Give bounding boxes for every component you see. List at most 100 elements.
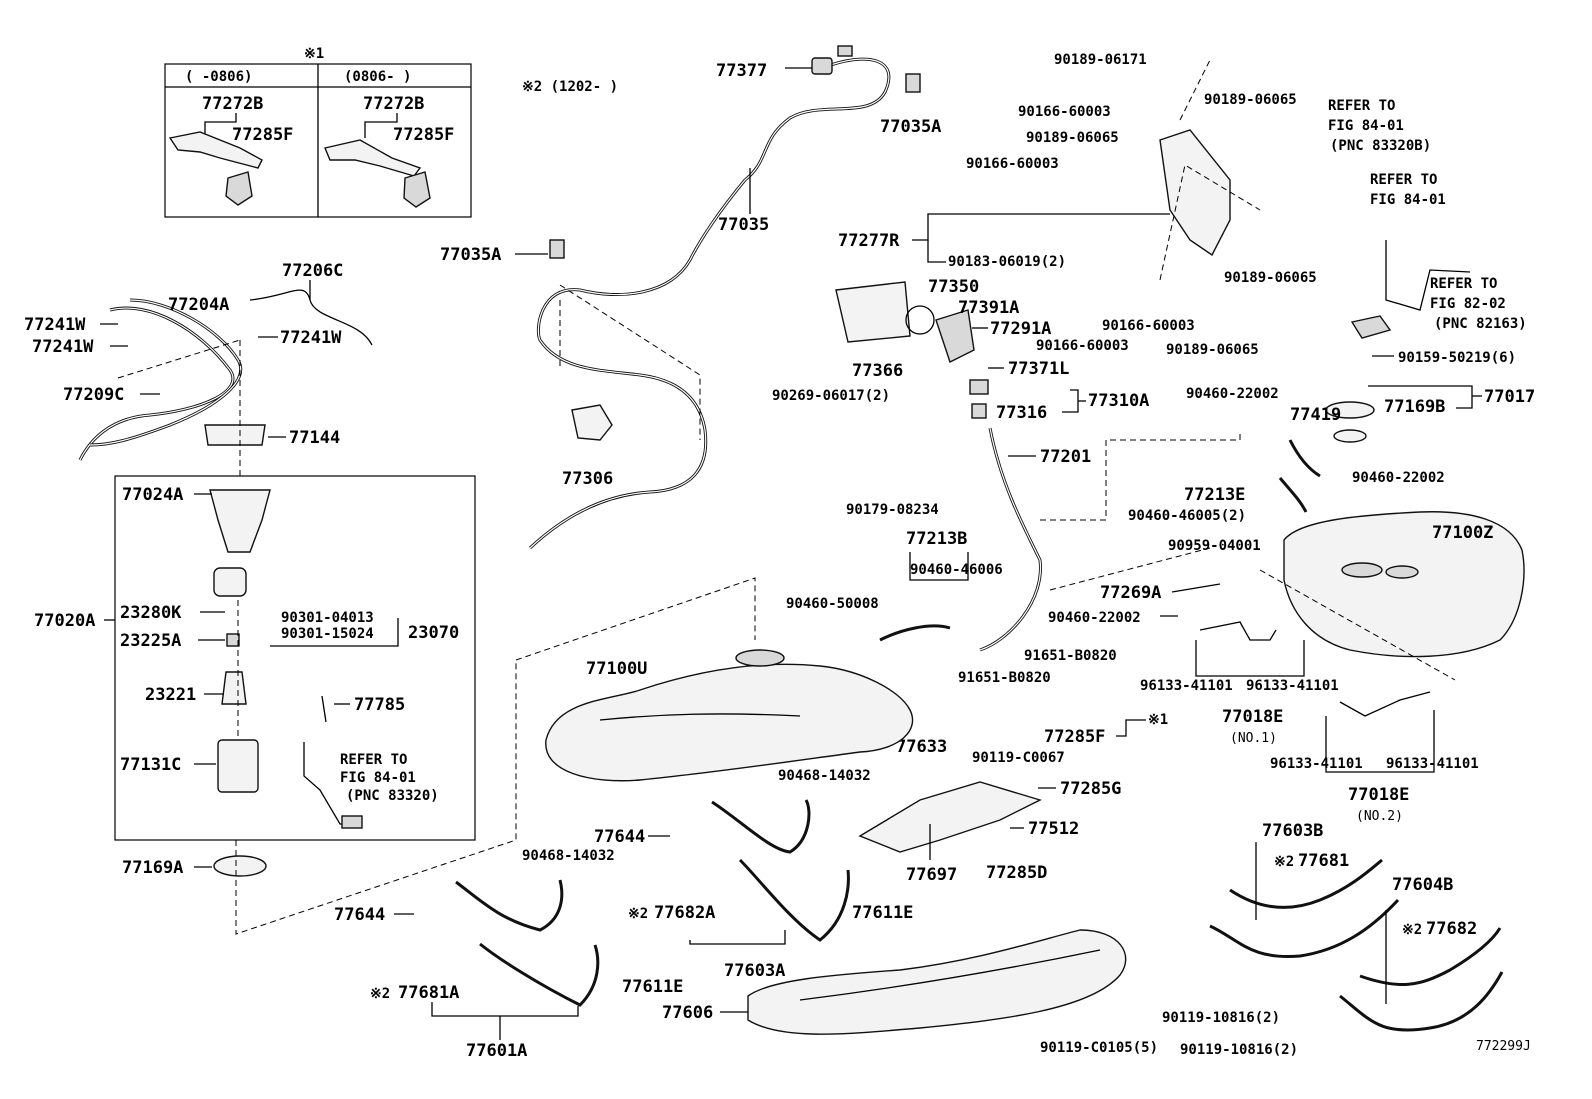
tank-protector [747,929,1127,1035]
label-77018E-a-sub: (NO.1) [1230,731,1277,746]
label-77377: 77377 [716,61,767,81]
protector-icon [1159,129,1231,257]
label-77285G: 77285G [1060,779,1121,799]
label-77419: 77419 [1290,405,1341,425]
label-90189-06065-a: 90189-06065 [1204,92,1297,108]
label-77285F-b: 77285F [393,125,454,145]
label-77785: 77785 [354,695,405,715]
label-77209C: 77209C [63,385,124,405]
ref2-line1: REFER TO [1370,172,1437,188]
label-90119-C0067: 90119-C0067 [972,750,1065,766]
fuel-pump-box [114,475,476,877]
valve-icon [571,404,613,441]
label-77131C: 77131C [120,755,181,775]
label-77285F-a: 77285F [232,125,293,145]
tank-port-icon [1385,565,1419,579]
ref1-line1: REFER TO [1328,98,1395,114]
label-77018E-b: 77018E [1348,785,1409,805]
label-90159-50219: 90159-50219(6) [1398,350,1516,366]
label-23070: 23070 [408,623,459,643]
note1-col-b: (0806- ) [344,69,411,85]
label-90119-C0105: 90119-C0105(5) [1040,1040,1158,1056]
label-90166-60003-b: 90166-60003 [966,156,1059,172]
bracket-icon [324,139,422,177]
label-77291A: 77291A [990,319,1051,339]
label-77024A: 77024A [122,485,183,505]
label-77681A: 77681A [398,983,459,1003]
label-90468-14032-a: 90468-14032 [778,768,871,784]
ref1-line3: (PNC 83320B) [1330,138,1431,154]
clamp-icon [403,171,431,208]
label-77035A-left: 77035A [440,245,501,265]
bracket-icon [168,131,263,169]
tank-port-icon [735,649,785,667]
cushion-icon [226,633,240,647]
gasket-icon [1333,429,1367,443]
label-96133-41101-c: 96133-41101 [1270,756,1363,772]
ref2-line2: FIG 84-01 [1370,192,1446,208]
label-77697: 77697 [906,865,957,885]
label-90460-46006: 90460-46006 [910,562,1003,578]
label-77682: 77682 [1426,919,1477,939]
mark-note2-b: ※2 [370,986,390,1002]
label-77213B: 77213B [906,529,967,549]
label-77100U: 77100U [586,659,647,679]
straps-left [455,781,1042,1007]
pump-icon [221,671,247,705]
label-77144: 77144 [289,428,340,448]
label-77310A: 77310A [1088,391,1149,411]
label-90301-15024: 90301-15024 [281,626,374,642]
label-90189-06065-d: 90189-06065 [1166,342,1259,358]
label-90179-08234: 90179-08234 [846,502,939,518]
tank-port-icon [1341,562,1383,578]
label-90269-06017: 90269-06017(2) [772,388,890,404]
filter-case-icon [217,739,259,793]
label-77020A: 77020A [34,611,95,631]
ref4-line1: REFER TO [340,752,407,768]
sub-tank [1040,240,1525,717]
fuel-tank-icon [1283,511,1525,658]
connector-icon [811,57,833,75]
bracket-icon [858,781,1042,853]
label-77603A: 77603A [724,961,785,981]
label-90460-46005: 90460-46005(2) [1128,508,1246,524]
connector-icon [341,815,363,829]
label-77644-b: 77644 [334,905,385,925]
fuel-lid-icon [835,281,911,343]
label-77611E-a: 77611E [852,903,913,923]
gasket-icon [1325,401,1375,419]
filler-section [835,59,1261,652]
label-77269A: 77269A [1100,583,1161,603]
label-90189-06065-b: 90189-06065 [1026,130,1119,146]
label-90166-60003-a: 90166-60003 [1018,104,1111,120]
label-77035A-top: 77035A [880,117,941,137]
ref3-line3: (PNC 82163) [1434,316,1527,332]
pump-bracket-icon [209,489,271,553]
label-77611E-b: 77611E [622,977,683,997]
main-tank [235,577,914,935]
label-90959-04001: 90959-04001 [1168,538,1261,554]
label-96133-41101-a: 96133-41101 [1140,678,1233,694]
label-90166-60003-c: 90166-60003 [1102,318,1195,334]
label-90468-14032-b: 90468-14032 [522,848,615,864]
label-77204A: 77204A [168,295,229,315]
gasket-icon [971,403,987,419]
label-77606: 77606 [662,1003,713,1023]
connector-icon [837,45,853,57]
note1-col-a: ( -0806) [185,69,252,85]
mark-note2-c: ※2 [1274,854,1294,870]
note1-mark: ※1 [304,46,324,62]
label-77603B: 77603B [1262,821,1323,841]
clamp-icon [225,171,253,206]
diagram-id: 772299J [1476,1039,1531,1054]
label-90183-06019: 90183-06019(2) [948,254,1066,270]
label-91651-B0820-a: 91651-B0820 [1024,648,1117,664]
label-96133-41101-b: 96133-41101 [1246,678,1339,694]
mark-note2-d: ※2 [1402,922,1422,938]
label-90166-60003-d: 90166-60003 [1036,338,1129,354]
label-96133-41101-d: 96133-41101 [1386,756,1479,772]
label-77681: 77681 [1298,851,1349,871]
label-23221: 23221 [145,685,196,705]
label-77371L: 77371L [1008,359,1069,379]
